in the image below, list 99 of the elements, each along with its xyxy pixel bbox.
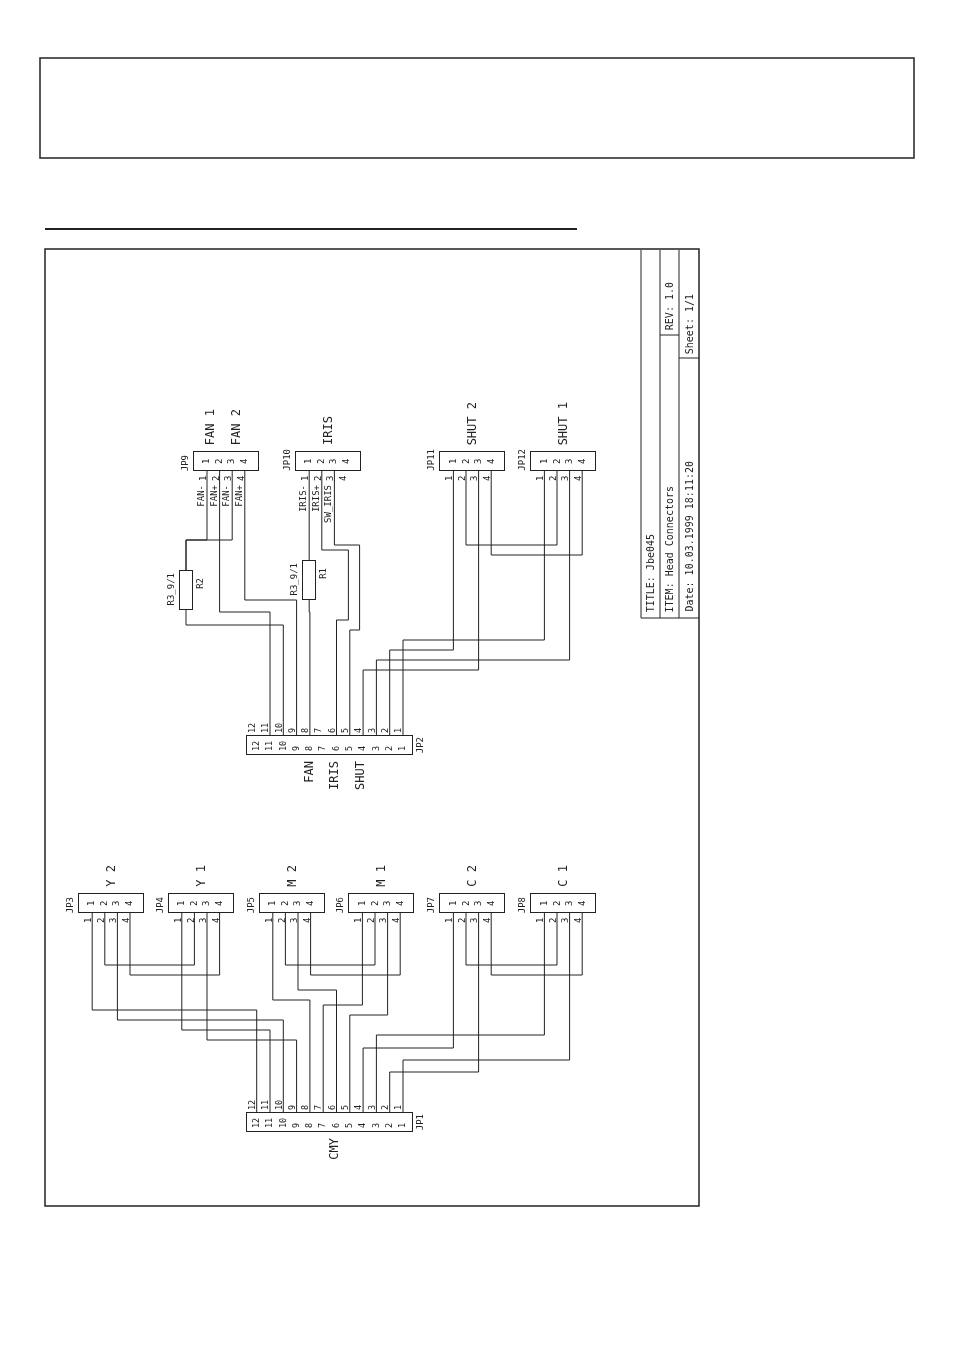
wire (465, 912, 558, 966)
pin-numbers: 1 2 3 4 (443, 916, 493, 923)
wire (465, 470, 558, 546)
wire (91, 912, 258, 1113)
wire (116, 912, 284, 1113)
resistor-value: R3_9/1 (166, 573, 177, 606)
wire (490, 912, 583, 976)
pin-numbers: 1 2 3 4 (196, 474, 247, 481)
net-label: FAN+ (208, 485, 219, 507)
wire (333, 470, 361, 736)
pin-numbers: 1 2 3 4 (266, 899, 316, 906)
connector-label: SHUT 2 (465, 401, 480, 445)
connector-label: M 1 (374, 865, 389, 887)
connector-label: FAN (302, 761, 317, 783)
wire (375, 470, 571, 736)
connector-label: C 2 (465, 865, 480, 887)
reference-designator: R1 (318, 568, 330, 579)
resistor-value: R3_9/1 (289, 563, 301, 596)
pin-numbers: 1 2 3 4 (355, 899, 406, 906)
wire (272, 912, 311, 1113)
title-block-text: TITLE: Jbe045 (644, 533, 657, 612)
wire (362, 470, 480, 736)
pin-numbers: 1 2 3 4 (85, 899, 136, 906)
pin-numbers: 12 11 10 9 8 7 6 5 4 3 2 1 (245, 1098, 404, 1110)
connector-label: FAN 2 (229, 408, 243, 445)
title-block-text: REV: 1.0 (663, 281, 676, 330)
pin-numbers: 1 2 3 4 (537, 457, 588, 464)
wire (185, 470, 233, 571)
wire (181, 912, 271, 1113)
wire (389, 470, 454, 736)
title-block-text: Sheet: 1/1 (683, 293, 696, 354)
wire (284, 912, 376, 966)
wire (104, 912, 195, 966)
wire (375, 912, 545, 1113)
pin-numbers: 1 2 3 4 (537, 899, 588, 906)
pin-numbers: 1 2 3 4 (302, 457, 353, 464)
connector-label: M 2 (284, 865, 299, 887)
reference-designator: R2 (195, 578, 206, 589)
reference-designator: JP10 (282, 449, 294, 471)
net-label: FAN+ (233, 485, 244, 507)
wire (244, 470, 298, 736)
reference-designator: JP6 (335, 896, 347, 913)
pin-numbers: 1 2 3 4 (200, 457, 250, 464)
net-label: SW_IRIS (323, 485, 334, 523)
reference-designator: JP3 (65, 896, 77, 913)
pin-numbers: 12 11 10 9 8 7 6 5 4 3 2 1 (249, 739, 408, 751)
net-label: IRIS+ (310, 485, 321, 513)
net-label: FAN- (196, 485, 206, 507)
pin-numbers: 1 2 3 4 (81, 916, 132, 923)
pin-numbers: 12 11 10 9 8 7 6 5 4 3 2 1 (245, 721, 404, 733)
wire (206, 912, 298, 1113)
wire (185, 609, 284, 736)
wire (321, 470, 349, 736)
pin-numbers: 1 2 3 4 (446, 899, 497, 906)
reference-designator: JP8 (517, 896, 529, 913)
wire (362, 912, 454, 1113)
pin-numbers: 1 2 3 4 (534, 474, 584, 481)
wire (129, 912, 221, 976)
reference-designator: JP7 (426, 896, 438, 913)
reference-designator: JP12 (517, 449, 529, 471)
net-label: IRIS- (298, 485, 309, 513)
wire (308, 599, 311, 736)
reference-designator: JP9 (180, 454, 191, 471)
wire (402, 470, 545, 736)
title-block-text: Date: 10.03.1999 18:11:20 (683, 461, 696, 612)
wire (389, 912, 480, 1113)
pin-numbers: 12 11 10 9 8 7 6 5 4 3 2 1 (249, 1116, 408, 1128)
wire (322, 912, 363, 1113)
connector-label: CMY (327, 1138, 342, 1160)
reference-designator: JP1 (414, 1114, 426, 1131)
wire (310, 912, 401, 976)
pin-numbers: 1 2 3 4 (534, 916, 584, 923)
connector-label: Y 1 (193, 865, 208, 887)
reference-designator: JP11 (426, 449, 438, 471)
pin-numbers: 1 2 3 4 (262, 916, 313, 923)
reference-designator: JP4 (154, 896, 166, 913)
wire (308, 470, 310, 561)
wire (402, 912, 571, 1113)
pin-numbers: 1 2 3 4 (298, 474, 349, 481)
connector-label: C 1 (556, 865, 571, 887)
net-label: FAN- (221, 485, 232, 507)
connector-label: SHUT 1 (556, 401, 571, 445)
connector-label: SHUT (352, 761, 367, 790)
reference-designator: JP5 (245, 896, 257, 913)
wire (490, 470, 583, 556)
connector-label: IRIS (327, 761, 342, 790)
connector-label: Y 2 (104, 865, 119, 887)
reference-designator: JP2 (414, 737, 426, 754)
title-block-text: ITEM: Head Connectors (663, 485, 676, 612)
connector-label: FAN 1 (203, 408, 217, 445)
wire (219, 470, 271, 736)
connector-label: IRIS (321, 416, 336, 445)
wire (349, 912, 389, 1113)
pin-numbers: 1 2 3 4 (352, 916, 402, 923)
wire (297, 912, 337, 1113)
pin-numbers: 1 2 3 4 (443, 474, 493, 481)
pin-numbers: 1 2 3 4 (446, 457, 497, 464)
pin-numbers: 1 2 3 4 (171, 916, 222, 923)
pin-numbers: 1 2 3 4 (175, 899, 225, 906)
